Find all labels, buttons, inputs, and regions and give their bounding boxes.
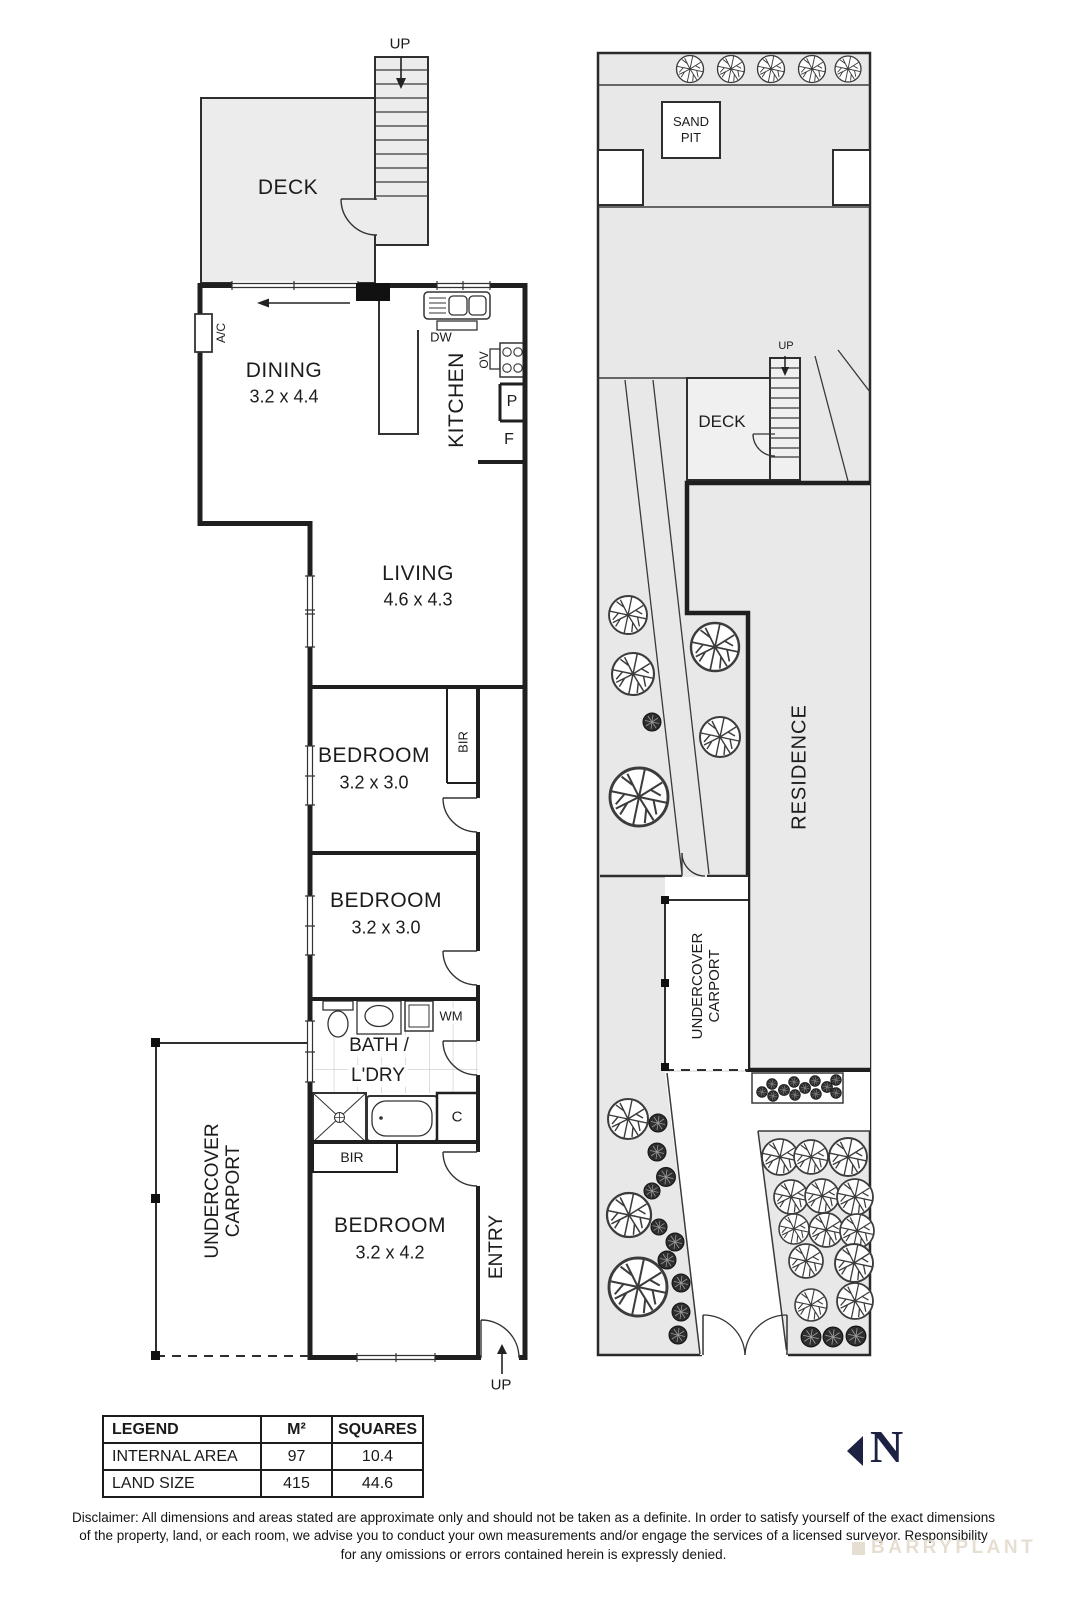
land-size-m2: 415 (260, 1469, 333, 1498)
carport-label: UNDERCOVER CARPORT (202, 1123, 244, 1258)
legend-row-internal-area: INTERNAL AREA 97 10.4 (102, 1442, 424, 1471)
brand-watermark: BARRYPLANT (852, 1537, 1036, 1559)
bath-label-line2: L'DRY (348, 1065, 408, 1087)
legend-header-row: LEGEND M² SQUARES (102, 1415, 424, 1444)
disclaimer-line1: Disclaimer: All dimensions and areas sta… (71, 1510, 995, 1525)
disclaimer-text: Disclaimer: All dimensions and areas sta… (0, 1509, 1067, 1564)
site-carport-label: UNDERCOVER CARPORT (689, 933, 723, 1040)
kitchen-label: KITCHEN (445, 352, 468, 448)
residence-label: RESIDENCE (788, 704, 811, 830)
ac-label: A/C (214, 322, 228, 344)
bath-label-line1: BATH / (346, 1035, 412, 1057)
fridge-label: F (504, 431, 514, 448)
legend-table: LEGEND M² SQUARES INTERNAL AREA 97 10.4 … (102, 1415, 424, 1498)
entry-label: ENTRY (486, 1214, 507, 1280)
carport-label-line1: UNDERCOVER (202, 1123, 223, 1259)
internal-area-label: INTERNAL AREA (102, 1442, 262, 1471)
bedroom2-label: BEDROOM (329, 889, 443, 912)
legend-header-m2: M² (260, 1415, 333, 1444)
carport-label-line2: CARPORT (223, 1144, 244, 1238)
deck-label: DECK (257, 176, 319, 199)
north-arrow-icon (847, 1435, 863, 1466)
bedroom1-dims: 3.2 x 3.0 (339, 772, 409, 793)
disclaimer-line3: for any omissions or errors contained he… (340, 1546, 727, 1562)
bedroom3-label: BEDROOM (333, 1214, 447, 1237)
entry-up-label: UP (490, 1376, 512, 1394)
land-size-label: LAND SIZE (102, 1469, 262, 1498)
site-deck-label: DECK (698, 412, 746, 431)
brand-logo-icon (852, 1541, 865, 1555)
bir3-label: BIR (340, 1149, 364, 1165)
dining-dims: 3.2 x 4.4 (249, 386, 319, 407)
sandpit-line2: PIT (680, 130, 702, 145)
bedroom3-dims: 3.2 x 4.2 (355, 1242, 425, 1263)
dishwasher-label: DW (430, 329, 452, 345)
sandpit-line1: SAND (672, 114, 710, 129)
sandpit-label: SAND PIT (673, 114, 709, 146)
bir1-label: BIR (455, 731, 471, 753)
site-carport-line2: CARPORT (706, 949, 723, 1023)
north-letter: N (870, 1421, 904, 1472)
bedroom2-dims: 3.2 x 3.0 (351, 917, 421, 938)
legend-row-land-size: LAND SIZE 415 44.6 (102, 1469, 424, 1498)
stairs-up-label: UP (389, 35, 411, 53)
living-dims: 4.6 x 4.3 (383, 589, 453, 610)
site-plan (596, 51, 875, 1359)
washing-machine-label: WM (436, 1008, 466, 1024)
internal-area-squares: 10.4 (331, 1442, 424, 1471)
legend-header-legend: LEGEND (102, 1415, 262, 1444)
bedroom1-label: BEDROOM (317, 744, 431, 767)
internal-area-m2: 97 (260, 1442, 333, 1471)
floor-plan (151, 56, 528, 1374)
disclaimer-line2: of the property, land, or each room, we … (79, 1528, 988, 1544)
site-carport-line1: UNDERCOVER (689, 932, 706, 1040)
land-size-squares: 44.6 (331, 1469, 424, 1498)
pantry-label: P (506, 393, 518, 410)
dining-label: DINING (245, 359, 323, 382)
brand-watermark-text: BARRYPLANT (871, 1537, 1037, 1558)
oven-label: OV (477, 351, 491, 369)
cupboard-label: C (451, 1108, 463, 1126)
site-deck-up-label: UP (778, 340, 794, 352)
living-label: LIVING (382, 562, 454, 585)
legend-header-squares: SQUARES (331, 1415, 424, 1444)
north-indicator: N (847, 1420, 903, 1473)
